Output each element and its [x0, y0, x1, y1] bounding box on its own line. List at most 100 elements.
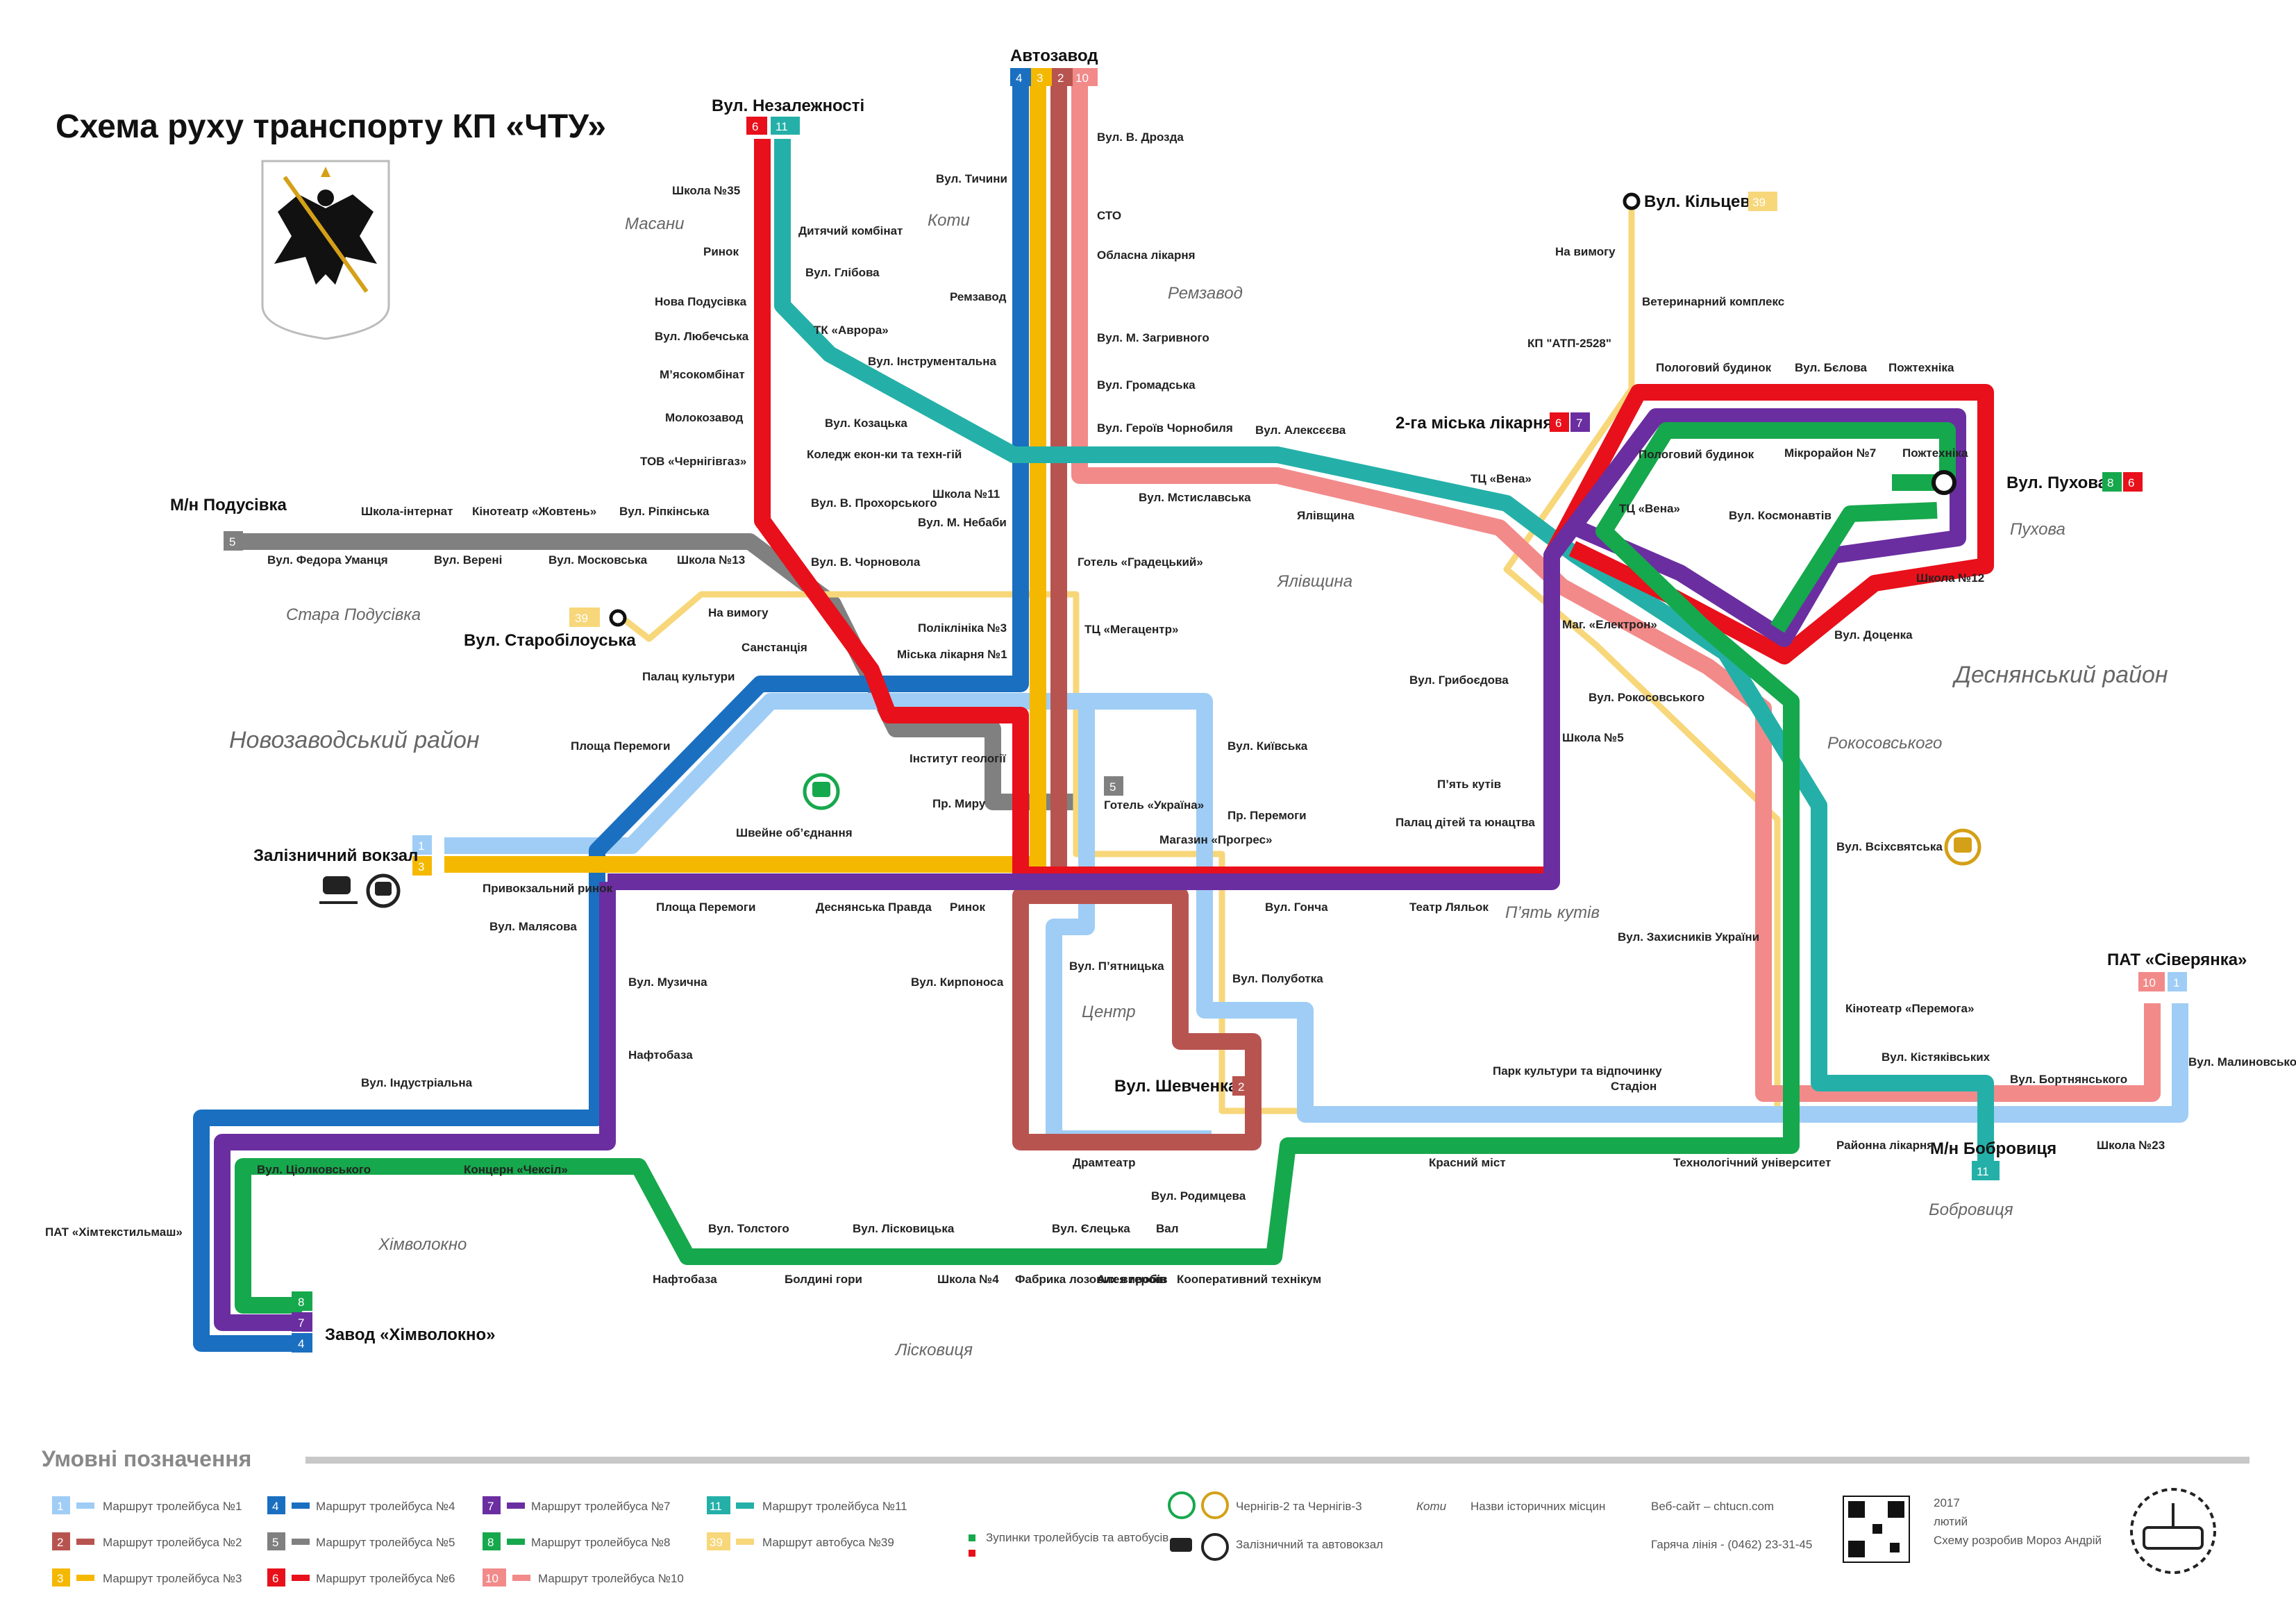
route-11-line: [774, 139, 1994, 1166]
svg-text:лютий: лютий: [1934, 1515, 1968, 1528]
train-icon: [319, 876, 358, 904]
svg-text:Палац культури: Палац культури: [642, 670, 735, 683]
legend-rail: Залізничний та автовокзал: [1170, 1533, 1383, 1561]
svg-text:Вул. Московська: Вул. Московська: [548, 553, 648, 567]
svg-text:2: 2: [57, 1536, 63, 1549]
chtu-logo-icon: [2130, 1488, 2216, 1574]
route-6-line: [754, 139, 1994, 883]
route-39-line: [623, 201, 1781, 1114]
svg-text:Вул. Інструментальна: Вул. Інструментальна: [868, 355, 997, 368]
svg-text:2-га міська лікарня: 2-га міська лікарня: [1396, 414, 1552, 433]
svg-text:Маршрут тролейбуса №10: Маршрут тролейбуса №10: [538, 1572, 684, 1585]
svg-text:Вул. Героїв Чорнобиля: Вул. Героїв Чорнобиля: [1097, 421, 1233, 435]
svg-text:Районна лікарня: Районна лікарня: [1836, 1139, 1934, 1152]
svg-text:Ремзавод: Ремзавод: [1168, 284, 1243, 303]
svg-text:Вул. Федора Уманця: Вул. Федора Уманця: [267, 553, 388, 567]
svg-text:Ринок: Ринок: [950, 901, 985, 914]
svg-text:Драмтеатр: Драмтеатр: [1073, 1156, 1135, 1169]
svg-text:Санстанція: Санстанція: [741, 641, 807, 654]
svg-text:Вул. В. Дрозда: Вул. В. Дрозда: [1097, 131, 1184, 144]
svg-text:Маршрут тролейбуса №1: Маршрут тролейбуса №1: [103, 1500, 242, 1513]
svg-text:5: 5: [229, 535, 235, 549]
terminus-vokzal: 1 3 Залізничний вокзал: [253, 835, 432, 876]
svg-text:ТЦ «Вена»: ТЦ «Вена»: [1619, 502, 1680, 515]
svg-text:8: 8: [298, 1296, 304, 1309]
svg-text:Вул. Кістяківських: Вул. Кістяківських: [1882, 1050, 1991, 1064]
svg-text:Палац дітей та юнацтва: Палац дітей та юнацтва: [1396, 816, 1535, 829]
svg-text:Мікрорайон №7: Мікрорайон №7: [1784, 446, 1876, 460]
svg-text:Вул. Індустріальна: Вул. Індустріальна: [361, 1076, 473, 1089]
svg-text:Пологовий будинок: Пологовий будинок: [1639, 448, 1754, 461]
svg-text:Кінотеатр «Перемога»: Кінотеатр «Перемога»: [1845, 1002, 1974, 1015]
svg-text:СТО: СТО: [1097, 209, 1121, 222]
svg-text:Швейне об’єднання: Швейне об’єднання: [736, 826, 853, 839]
svg-text:Масани: Масани: [625, 215, 685, 233]
svg-text:11: 11: [710, 1500, 722, 1513]
legend-bus-stations: Чернігів-2 та Чернігів-3: [1168, 1491, 1362, 1519]
svg-text:Обласна лікарня: Обласна лікарня: [1097, 249, 1196, 262]
district-labels: Масани Коти Ремзавод Ялівщина Стара Поду…: [229, 211, 2168, 1359]
svg-text:7: 7: [1576, 417, 1582, 430]
svg-text:3: 3: [418, 860, 424, 873]
svg-text:Деснянський район: Деснянський район: [1952, 662, 2168, 688]
svg-text:39: 39: [710, 1536, 723, 1549]
legend-stops: Зупинки тролейбусів та автобусів: [969, 1531, 1168, 1557]
svg-text:Маршрут тролейбуса №5: Маршрут тролейбуса №5: [316, 1536, 455, 1549]
svg-text:ПАТ «Хімтекстильмаш»: ПАТ «Хімтекстильмаш»: [45, 1225, 183, 1239]
svg-text:Вул. Ріпкінська: Вул. Ріпкінська: [619, 505, 710, 518]
svg-text:Умовні позначення: Умовні позначення: [42, 1446, 251, 1471]
svg-text:Вул. Кільцева: Вул. Кільцева: [1644, 192, 1760, 211]
svg-text:3: 3: [57, 1572, 63, 1585]
svg-text:Болдині гори: Болдині гори: [785, 1273, 862, 1286]
bus-station-icon: [1944, 828, 1981, 866]
svg-text:4: 4: [272, 1500, 278, 1513]
svg-text:Вул. Шевченка: Вул. Шевченка: [1114, 1077, 1238, 1096]
map-title: Схема руху транспорту КП «ЧТУ»: [56, 108, 606, 145]
route-8-line: [235, 422, 1956, 1314]
terminus-avtozavod: Автозавод 4 3 2 10: [1010, 47, 1098, 86]
svg-text:Гаряча лінія - (0462) 23-31-45: Гаряча лінія - (0462) 23-31-45: [1651, 1538, 1812, 1551]
svg-text:Вул. Музична: Вул. Музична: [628, 976, 707, 989]
svg-text:39: 39: [1752, 196, 1766, 209]
svg-text:Вул. Родимцева: Вул. Родимцева: [1151, 1189, 1246, 1203]
svg-text:Вул. М. Небаби: Вул. М. Небаби: [918, 516, 1007, 529]
svg-text:Схему розробив Мороз Андрій: Схему розробив Мороз Андрій: [1934, 1534, 2102, 1547]
svg-text:Концерн «Чексіл»: Концерн «Чексіл»: [464, 1163, 568, 1176]
svg-text:Кінотеатр «Жовтень»: Кінотеатр «Жовтень»: [472, 505, 596, 518]
terminus-sivernianka: ПАТ «Сіверянка» 10 1: [2107, 951, 2247, 991]
svg-text:Фабрика лозових виробів: Фабрика лозових виробів: [1015, 1273, 1168, 1286]
svg-text:2: 2: [1057, 72, 1064, 85]
bus-station-icon: [803, 773, 840, 810]
terminus-shevchenka: Вул. Шевченка 2: [1114, 1076, 1252, 1096]
svg-text:Дитячий комбінат: Дитячий комбінат: [798, 224, 903, 237]
svg-text:6: 6: [752, 120, 758, 133]
bus-station-icon: [366, 873, 401, 908]
svg-text:Готель «Градецький»: Готель «Градецький»: [1078, 555, 1203, 569]
svg-text:Залізничний та автовокзал: Залізничний та автовокзал: [1236, 1538, 1383, 1551]
svg-text:Зупинки тролейбусів та автобус: Зупинки тролейбусів та автобусів: [986, 1531, 1168, 1544]
svg-text:Площа Перемоги: Площа Перемоги: [656, 901, 755, 914]
svg-text:Ветеринарний комплекс: Ветеринарний комплекс: [1642, 295, 1784, 308]
svg-text:П’ять кутів: П’ять кутів: [1505, 903, 1600, 922]
svg-text:Пожтехніка: Пожтехніка: [1888, 361, 1954, 374]
svg-text:ТЦ «Вена»: ТЦ «Вена»: [1470, 472, 1532, 485]
svg-text:Веб-сайт – chtucn.com: Веб-сайт – chtucn.com: [1651, 1500, 1774, 1513]
svg-text:8: 8: [487, 1536, 494, 1549]
svg-text:Вул. М. Загривного: Вул. М. Загривного: [1097, 331, 1209, 344]
route-2-line: [1012, 80, 1262, 1150]
svg-text:Привокзальний ринок: Привокзальний ринок: [483, 882, 612, 895]
svg-text:М/н Бобровиця: М/н Бобровиця: [1930, 1139, 2056, 1158]
svg-text:Вул. Алексєєва: Вул. Алексєєва: [1255, 424, 1346, 437]
svg-text:10: 10: [1075, 72, 1089, 85]
svg-text:Школа №35: Школа №35: [672, 184, 740, 197]
svg-text:Вул. Громадська: Вул. Громадська: [1097, 378, 1196, 392]
svg-text:Алея героїв: Алея героїв: [1097, 1273, 1166, 1286]
svg-text:П’ять кутів: П’ять кутів: [1437, 778, 1501, 791]
svg-text:М/н Подусівка: М/н Подусівка: [170, 496, 287, 514]
svg-text:Рокосовського: Рокосовського: [1827, 734, 1942, 753]
svg-text:Новозаводський район: Новозаводський район: [229, 727, 480, 753]
